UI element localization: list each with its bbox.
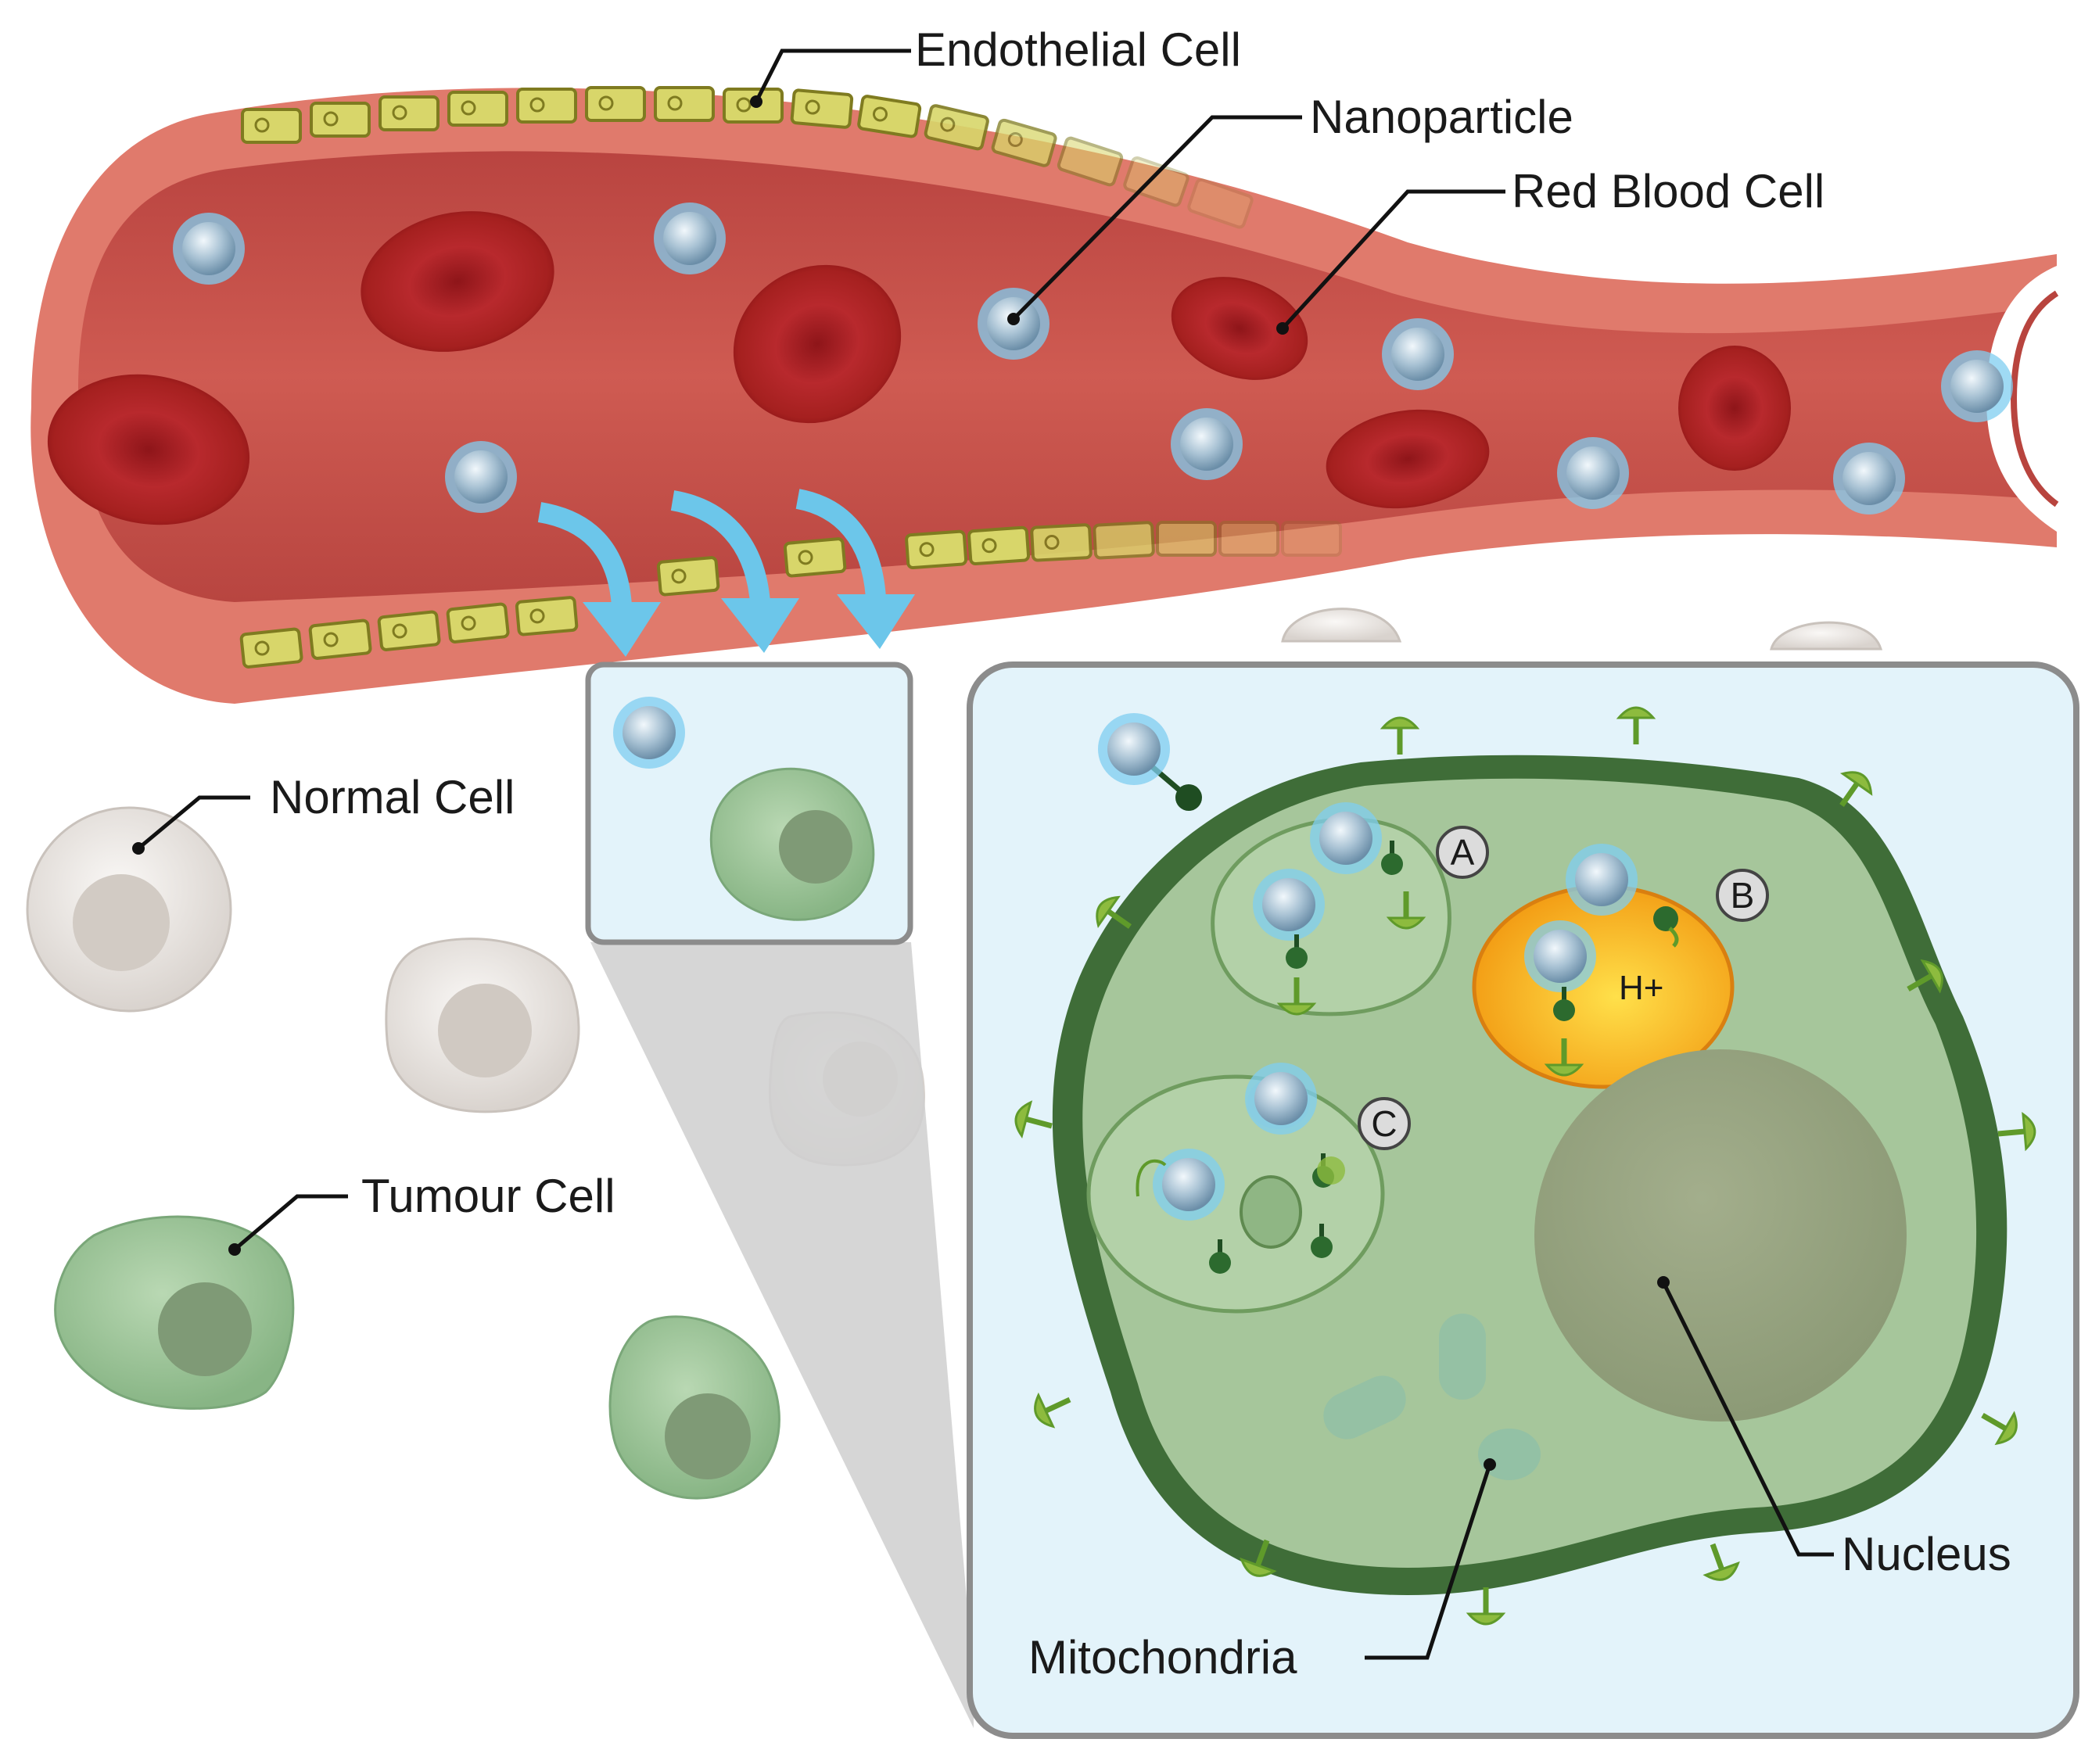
endothelial-cell — [516, 88, 577, 124]
nanoparticle — [173, 213, 245, 285]
endothelial-cell — [1218, 521, 1279, 557]
endothelial-cell — [1057, 136, 1124, 187]
red-blood-cell — [47, 374, 250, 525]
label-red-blood-cell: Red Blood Cell — [1512, 165, 1825, 217]
red-blood-cell — [1678, 346, 1791, 471]
endothelial-cell — [308, 618, 372, 660]
proton-label: H+ — [1619, 969, 1663, 1007]
endothelial-cell — [905, 529, 968, 569]
extravasation-arrow — [670, 490, 799, 653]
vesicle-c — [1086, 1063, 1385, 1314]
endothelial-cell — [310, 102, 371, 138]
normal-cell — [1281, 608, 1883, 651]
nanoparticle — [1171, 408, 1243, 480]
normal-cell — [26, 806, 232, 1013]
endothelial-cell — [1187, 177, 1254, 229]
endothelial-cell — [790, 88, 854, 129]
label-endothelial-cell: Endothelial Cell — [915, 23, 1241, 76]
label-mitochondria: Mitochondria — [1028, 1631, 1297, 1683]
marker-a: A — [1436, 826, 1489, 879]
mitochondrion — [1439, 1314, 1486, 1400]
tumour-cell — [54, 1215, 295, 1410]
red-blood-cell — [1326, 409, 1490, 509]
label-normal-cell: Normal Cell — [270, 771, 515, 823]
endothelial-cells — [239, 86, 1342, 669]
label-nucleus: Nucleus — [1842, 1528, 2011, 1580]
red-blood-cell — [733, 264, 902, 424]
endocytic-vesicle-a — [1211, 802, 1451, 1014]
endothelial-cell — [446, 602, 510, 644]
acidic-vesicle-b — [1472, 844, 1735, 1089]
endothelial-cell — [585, 86, 646, 122]
endothelial-cell — [783, 537, 847, 578]
endothelial-cell — [1156, 521, 1217, 557]
endothelial-cell — [1093, 521, 1155, 560]
nanoparticle — [654, 203, 726, 274]
tumour-cells — [54, 1215, 780, 1500]
extravasation-arrows — [537, 489, 915, 657]
normal-cell — [385, 938, 580, 1113]
nanoparticle — [1557, 437, 1629, 509]
zoom-connector — [590, 942, 974, 1728]
endothelial-cell — [241, 108, 302, 144]
svg-text:A: A — [1451, 832, 1475, 873]
mitochondrion — [1323, 1375, 1406, 1440]
endothelial-cell — [239, 627, 303, 669]
endothelial-cell — [654, 86, 715, 122]
nanoparticle — [1382, 318, 1454, 390]
endothelial-cell — [379, 95, 440, 131]
svg-text:C: C — [1371, 1103, 1397, 1144]
endothelial-cell — [656, 556, 720, 597]
svg-text:B: B — [1731, 875, 1755, 916]
extravasation-arrow — [795, 489, 915, 649]
marker-c: C — [1358, 1097, 1411, 1150]
small-inset — [585, 662, 913, 945]
red-blood-cells — [47, 211, 1791, 525]
nanoparticle — [1833, 443, 1905, 514]
endothelial-cell — [967, 525, 1031, 565]
endothelial-cell — [857, 95, 922, 138]
nanoparticle — [613, 697, 685, 769]
targeted-nanoparticle — [1098, 713, 1202, 811]
endothelial-cell — [924, 104, 989, 151]
leader-lines — [132, 48, 1834, 1660]
endothelial-cell — [991, 118, 1057, 167]
nanoparticle — [1941, 350, 2013, 422]
label-nanoparticle: Nanoparticle — [1310, 91, 1573, 143]
nucleus — [1534, 1049, 1907, 1422]
large-inset — [967, 662, 2079, 1739]
endothelial-cell — [447, 91, 508, 127]
extravasation-arrow — [537, 502, 661, 657]
pathway-markers: A B C H+ — [1358, 826, 1769, 1150]
marker-b: B — [1716, 869, 1769, 922]
red-blood-cell — [361, 211, 554, 352]
endothelial-cell — [1281, 521, 1342, 557]
endothelial-cell — [377, 610, 441, 651]
red-blood-cell — [1171, 277, 1308, 380]
tumour-cell — [608, 1315, 780, 1500]
labels: Endothelial Cell Nanoparticle Red Blood … — [270, 23, 2011, 1683]
label-tumour-cell: Tumour Cell — [361, 1170, 615, 1222]
vessel-end-opening — [1986, 266, 2057, 532]
endothelial-cell — [515, 596, 579, 636]
nanoparticle — [445, 441, 517, 513]
tumour-cell — [709, 767, 875, 921]
endothelial-cell — [1030, 523, 1093, 562]
